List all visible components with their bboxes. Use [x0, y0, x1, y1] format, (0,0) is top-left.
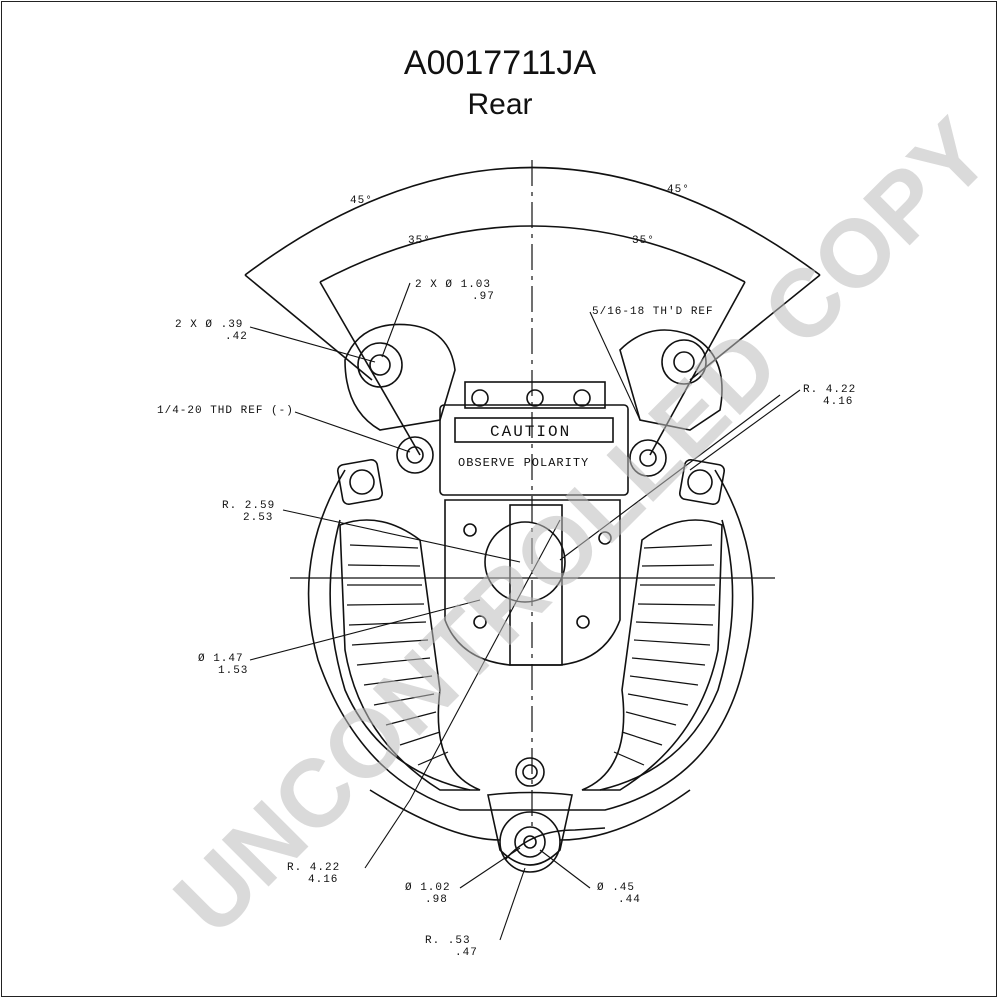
- angle-right-inner: 35°: [632, 235, 655, 247]
- drawing-subtitle: Rear: [467, 88, 533, 121]
- dia-bottom-top: Ø 1.02: [405, 882, 451, 894]
- mount-hole-dim-bottom: .97: [472, 291, 495, 303]
- radius-right-bottom: 4.16: [823, 396, 853, 408]
- center-shaft-box: [509, 504, 563, 666]
- thread-ref-label: 5/16-18 TH'D REF: [592, 306, 714, 318]
- angle-left-outer: 45°: [350, 195, 373, 207]
- arc-45: [244, 166, 821, 276]
- watermark: UNCONTROLLED COPY: [154, 99, 1000, 955]
- bottom-lug: [487, 791, 573, 866]
- bottom-bolt: [515, 757, 545, 787]
- drawing-title: A0017711JA: [403, 44, 597, 82]
- mount-hole-right: [661, 339, 707, 385]
- left-vent: [339, 519, 481, 791]
- center-bearing: [484, 521, 566, 603]
- radius-lug-bottom: .47: [455, 947, 478, 959]
- angle-right-outer: 45°: [667, 184, 690, 196]
- radius-center-top: R. 2.59: [222, 500, 275, 512]
- dia-center-bottom: 1.53: [218, 665, 248, 677]
- mount-hole-dim-top: 2 X Ø 1.03: [415, 279, 491, 291]
- caution-label-box: [454, 417, 614, 443]
- bottom-lug-hole-outer: [499, 811, 561, 873]
- thread-neg-label: 1/4-20 THD REF (-): [157, 405, 294, 417]
- hole-dia-dim-bottom: .42: [225, 331, 248, 343]
- observe-polarity-text: OBSERVE POLARITY: [458, 456, 589, 470]
- radius-bottom-bottom: 4.16: [308, 874, 338, 886]
- dia-small-bottom: .44: [618, 894, 641, 906]
- dia-center-top: Ø 1.47: [198, 653, 244, 665]
- regulator-plate: [439, 404, 629, 496]
- radius-center-bottom: 2.53: [243, 512, 273, 524]
- dia-bottom-bottom: .98: [425, 894, 448, 906]
- mount-hole-left: [357, 342, 403, 388]
- mount-ear-left: [344, 323, 456, 431]
- radius-bottom-top: R. 4.22: [287, 862, 340, 874]
- hole-dia-dim-top: 2 X Ø .39: [175, 319, 243, 331]
- angle-left-inner: 35°: [408, 235, 431, 247]
- radius-right-top: R. 4.22: [803, 384, 856, 396]
- negative-terminal: [396, 436, 434, 474]
- mount-ear-right: [619, 329, 723, 431]
- positive-terminal: [629, 439, 667, 477]
- dia-small-top: Ø .45: [597, 882, 635, 894]
- caution-text: CAUTION: [490, 423, 571, 441]
- arc-35: [319, 225, 746, 283]
- housing-outline: [307, 469, 754, 811]
- radius-lug-top: R. .53: [425, 935, 471, 947]
- right-vent: [581, 519, 723, 791]
